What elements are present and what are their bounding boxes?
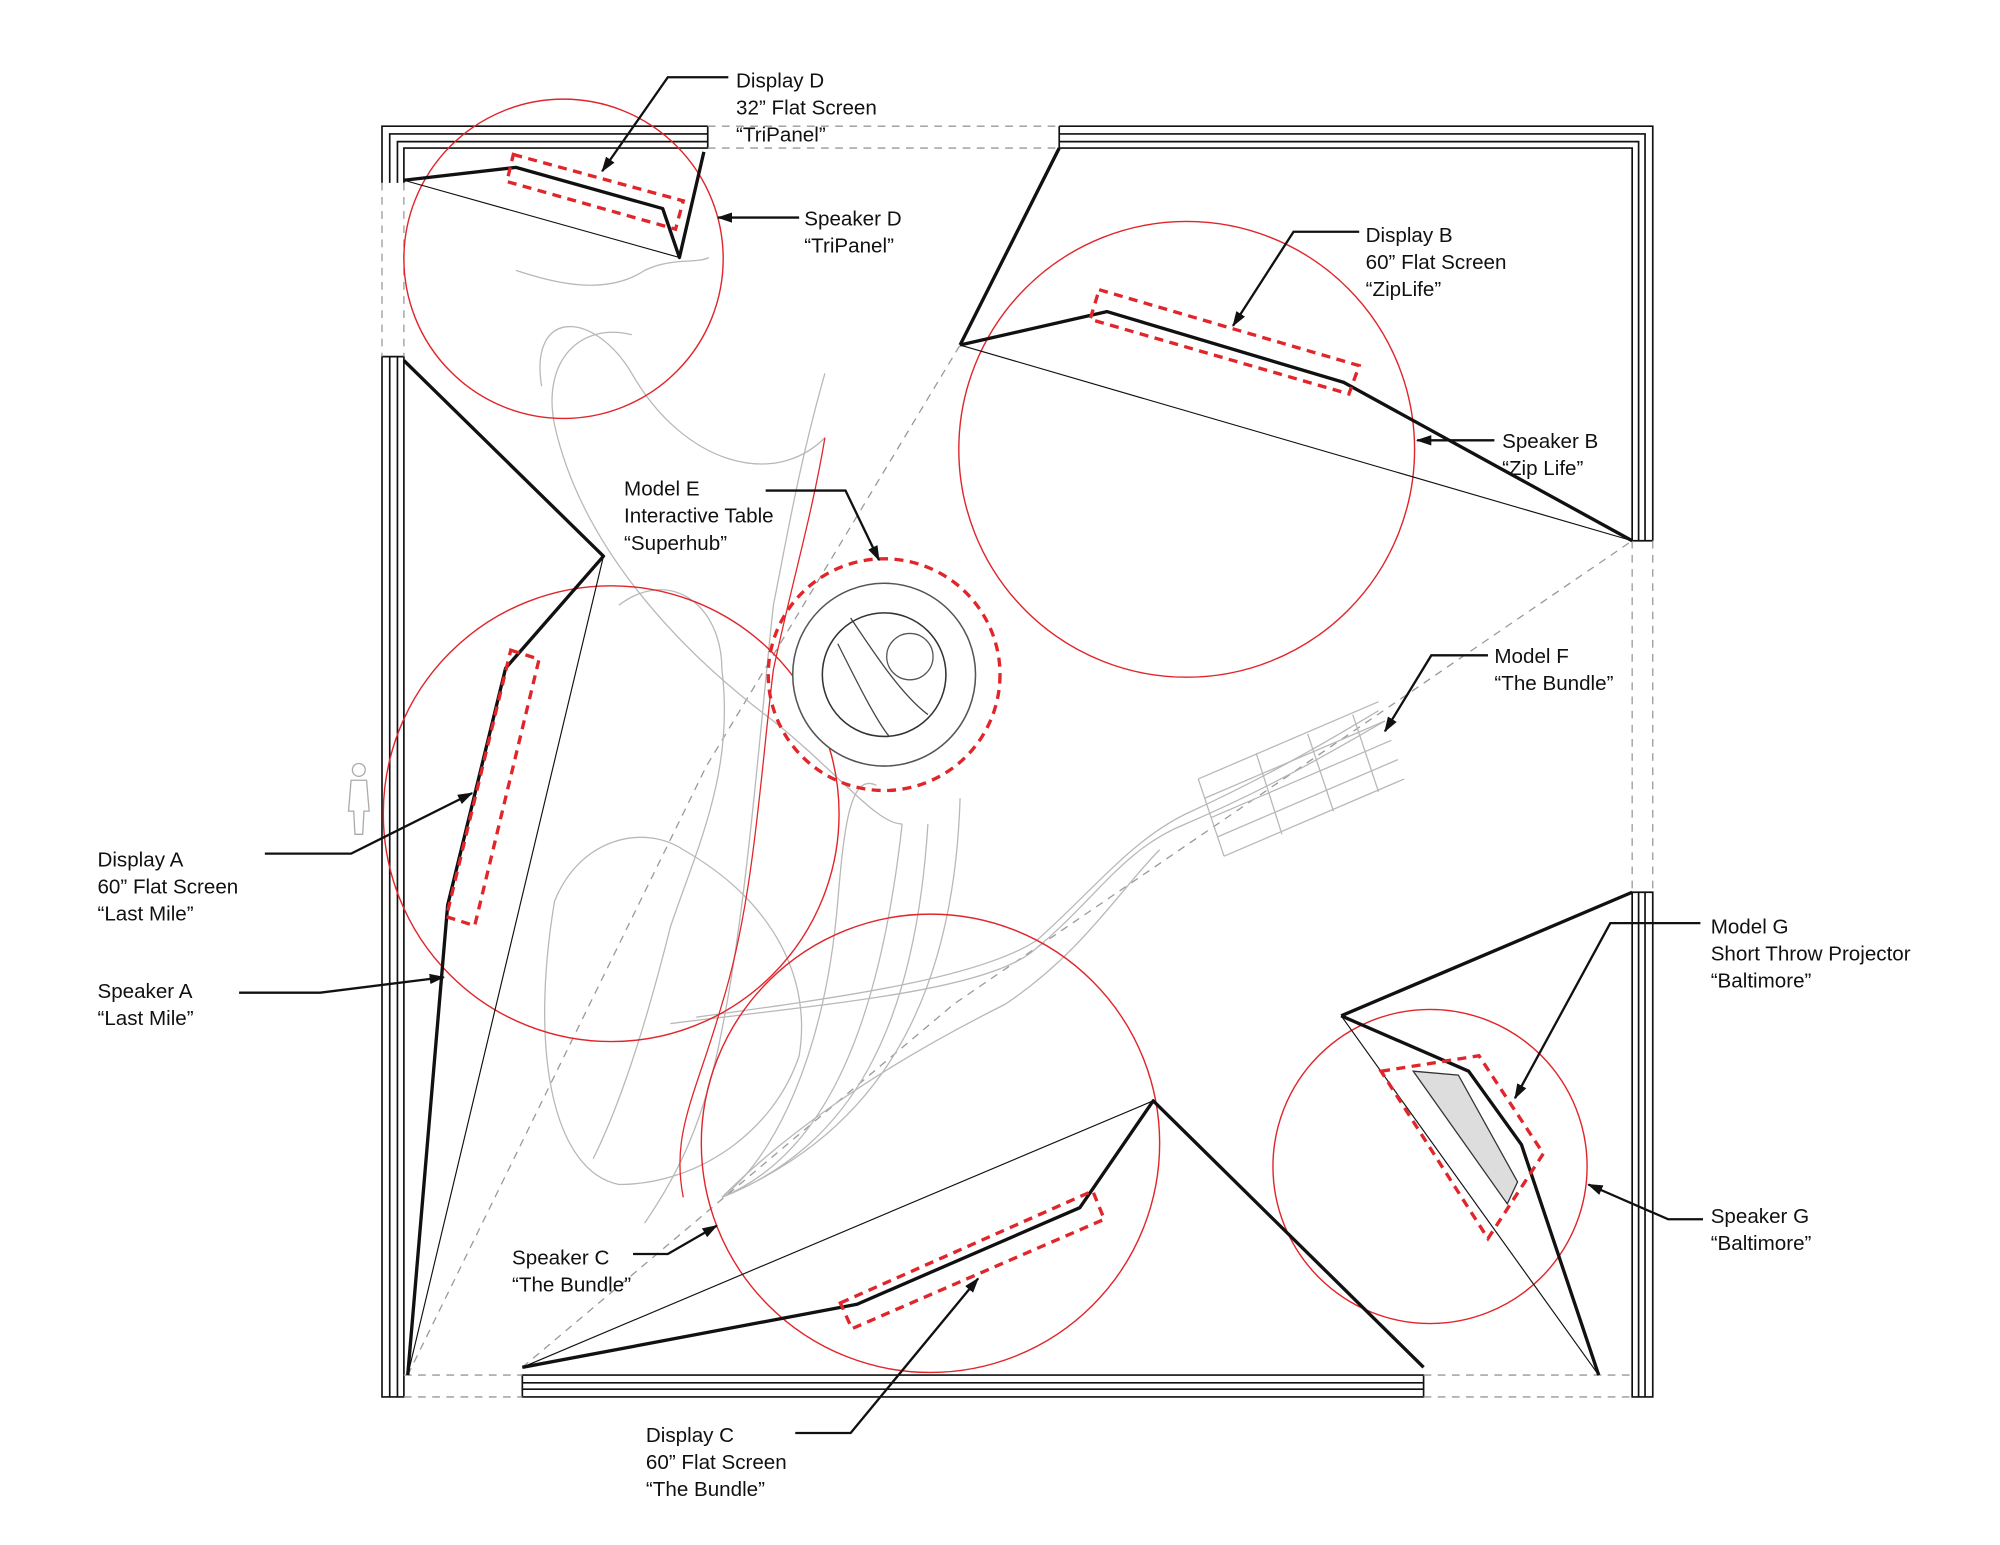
label-line: “Zip Life” <box>1502 457 1583 480</box>
speaker-b <box>958 147 1633 543</box>
label-line: “The Bundle” <box>1494 672 1613 695</box>
label-speaker-c: Speaker C “The Bundle” <box>512 1246 631 1296</box>
label-line: Short Throw Projector <box>1711 942 1911 965</box>
speaker-c <box>522 1099 1425 1369</box>
coverage-circle-a <box>382 585 840 1043</box>
label-line: 60” Flat Screen <box>97 876 238 899</box>
label-line: Speaker C <box>512 1246 609 1269</box>
label-line: Display C <box>646 1424 734 1447</box>
label-line: “TriPanel” <box>804 234 894 257</box>
speaker-g <box>1340 890 1633 1376</box>
label-line: Speaker B <box>1502 430 1598 453</box>
label-line: “TriPanel” <box>736 124 826 147</box>
label-display-b: Display B 60” Flat Screen “ZipLife” <box>1366 224 1507 301</box>
label-line: Model E <box>624 478 700 501</box>
label-model-f: Model F “The Bundle” <box>1494 645 1613 695</box>
label-line: “Baltimore” <box>1711 970 1812 993</box>
label-line: “Last Mile” <box>97 1007 193 1030</box>
label-line: Interactive Table <box>624 505 774 528</box>
leader-lines <box>239 76 1703 1435</box>
label-line: “Superhub” <box>624 532 727 555</box>
speaker-d <box>403 151 706 260</box>
label-speaker-g: Speaker G “Baltimore” <box>1711 1205 1812 1255</box>
person-figure <box>347 762 370 835</box>
label-line: “Baltimore” <box>1711 1232 1812 1255</box>
coverage-circle-g <box>1272 1008 1588 1325</box>
coverage-circle-b <box>958 220 1416 678</box>
label-display-c: Display C 60” Flat Screen “The Bundle” <box>646 1424 787 1501</box>
label-line: Display D <box>736 70 824 93</box>
model-f-bundle <box>1197 701 1405 857</box>
label-line: 60” Flat Screen <box>646 1451 787 1474</box>
label-display-d: Display D 32” Flat Screen “TriPanel” <box>736 70 877 147</box>
label-display-a: Display A 60” Flat Screen “Last Mile” <box>97 848 238 925</box>
coverage-circle-c <box>700 913 1161 1374</box>
label-line: Speaker D <box>804 207 901 230</box>
label-speaker-a: Speaker A “Last Mile” <box>97 980 193 1030</box>
label-line: 32” Flat Screen <box>736 97 877 120</box>
label-speaker-b: Speaker B “Zip Life” <box>1502 430 1598 480</box>
label-line: Model F <box>1494 645 1568 668</box>
label-line: Speaker A <box>97 980 192 1003</box>
model-e-table <box>766 557 1002 793</box>
label-model-g: Model G Short Throw Projector “Baltimore… <box>1711 915 1911 992</box>
label-line: “Last Mile” <box>97 903 193 926</box>
label-line: Display A <box>97 848 183 871</box>
walls <box>381 125 1654 1398</box>
map-outline <box>515 256 1386 1224</box>
label-line: “The Bundle” <box>646 1478 765 1501</box>
speaker-a <box>402 359 606 1376</box>
label-line: “ZipLife” <box>1366 278 1442 301</box>
label-line: Speaker G <box>1711 1205 1809 1228</box>
label-line: Model G <box>1711 915 1789 938</box>
label-line: Display B <box>1366 224 1453 247</box>
label-line: “The Bundle” <box>512 1273 631 1296</box>
label-speaker-d: Speaker D “TriPanel” <box>804 207 901 257</box>
label-line: 60” Flat Screen <box>1366 251 1507 274</box>
coverage-circle-d <box>403 98 724 420</box>
label-model-e: Model E Interactive Table “Superhub” <box>624 478 774 555</box>
